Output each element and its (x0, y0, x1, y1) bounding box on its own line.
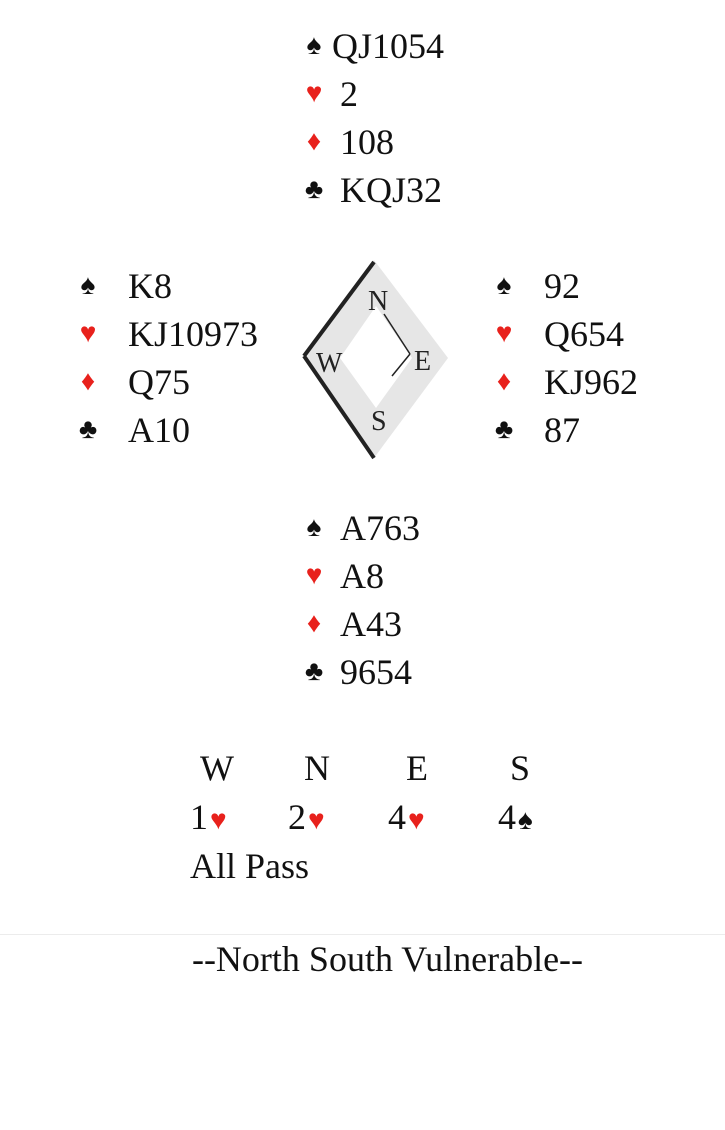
south-hearts-line: ♥ A8 (296, 552, 420, 600)
east-diamonds-line: ♦ KJ962 (486, 358, 638, 406)
club-icon: ♣ (494, 414, 514, 445)
club-icon: ♣ (78, 414, 98, 445)
auction-all-pass: All Pass (190, 846, 310, 886)
south-diamonds-line: ♦ A43 (296, 600, 420, 648)
spade-icon: ♠ (518, 805, 533, 836)
compass-north: N (368, 286, 388, 317)
east-spades-holding: 92 (544, 266, 580, 306)
bid-east: 4♥ (380, 796, 480, 838)
bid-west: 1♥ (180, 796, 280, 838)
bid-level: 4 (498, 797, 516, 837)
compass-edge-nw (302, 260, 376, 358)
heart-icon: ♥ (210, 805, 227, 836)
north-hearts-line: ♥ 2 (296, 70, 444, 118)
north-diamonds-line: ♦ 108 (296, 118, 444, 166)
bid-level: 2 (288, 797, 306, 837)
north-spades-holding: QJ1054 (332, 26, 445, 66)
compass-edge-ne-inner (383, 313, 411, 355)
north-clubs-line: ♣ KQJ32 (296, 166, 444, 214)
compass-inner-window (340, 306, 412, 408)
heart-icon: ♥ (79, 318, 97, 349)
divider (0, 934, 725, 935)
auction-header-west: W (200, 748, 234, 788)
west-clubs-holding: A10 (128, 410, 190, 450)
spade-icon: ♠ (306, 30, 322, 61)
west-spades-line: ♠ K8 (70, 262, 258, 310)
heart-icon: ♥ (305, 78, 323, 109)
north-hand: ♠ QJ1054 ♥ 2 ♦ 108 ♣ KQJ32 (296, 22, 444, 214)
east-hearts-line: ♥ Q654 (486, 310, 638, 358)
diamond-icon: ♦ (496, 366, 512, 397)
bid-level: 1 (190, 797, 208, 837)
west-hearts-holding: KJ10973 (128, 314, 259, 354)
south-diamonds-holding: A43 (340, 604, 402, 644)
north-clubs-holding: KQJ32 (340, 170, 443, 210)
south-spades-line: ♠ A763 (296, 504, 420, 552)
heart-icon: ♥ (495, 318, 513, 349)
compass-south: S (371, 406, 387, 437)
compass-edge-sw (302, 354, 376, 460)
heart-icon: ♥ (305, 560, 323, 591)
auction-header-north: N (304, 748, 330, 788)
west-clubs-line: ♣ A10 (70, 406, 258, 454)
auction-header-east: E (406, 748, 428, 788)
south-clubs-holding: 9654 (340, 652, 412, 692)
spade-icon: ♠ (306, 512, 322, 543)
diamond-icon: ♦ (306, 126, 322, 157)
spade-icon: ♠ (80, 270, 96, 301)
diamond-icon: ♦ (80, 366, 96, 397)
west-spades-holding: K8 (128, 266, 172, 306)
auction-header: W N E S (180, 744, 580, 792)
west-diamonds-holding: Q75 (128, 362, 190, 402)
east-hand: ♠ 92 ♥ Q654 ♦ KJ962 ♣ 87 (486, 262, 638, 454)
south-clubs-line: ♣ 9654 (296, 648, 420, 696)
auction-final-row: All Pass (190, 842, 309, 890)
compass-west: W (316, 348, 343, 379)
heart-icon: ♥ (308, 805, 325, 836)
bid-north: 2♥ (280, 796, 380, 838)
south-hearts-holding: A8 (340, 556, 384, 596)
bid-south: 4♠ (480, 796, 580, 838)
club-icon: ♣ (304, 656, 324, 687)
east-clubs-line: ♣ 87 (486, 406, 638, 454)
east-clubs-holding: 87 (544, 410, 580, 450)
east-hearts-holding: Q654 (544, 314, 624, 354)
bid-level: 4 (388, 797, 406, 837)
west-hearts-line: ♥ KJ10973 (70, 310, 258, 358)
heart-icon: ♥ (408, 805, 425, 836)
west-hand: ♠ K8 ♥ KJ10973 ♦ Q75 ♣ A10 (70, 262, 258, 454)
west-diamonds-line: ♦ Q75 (70, 358, 258, 406)
north-spades-line: ♠ QJ1054 (296, 22, 444, 70)
spade-icon: ♠ (496, 270, 512, 301)
east-spades-line: ♠ 92 (486, 262, 638, 310)
compass-east: E (414, 346, 431, 377)
south-spades-holding: A763 (340, 508, 420, 548)
north-hearts-holding: 2 (340, 74, 358, 114)
compass-edge-se-inner (391, 353, 411, 377)
auction-bids-row: 1♥ 2♥ 4♥ 4♠ (180, 793, 580, 841)
north-diamonds-holding: 108 (340, 122, 394, 162)
compass-diamond: N W E S (302, 260, 448, 460)
east-diamonds-holding: KJ962 (544, 362, 639, 402)
vulnerability-note: --North South Vulnerable-- (191, 939, 584, 979)
diamond-icon: ♦ (306, 608, 322, 639)
auction-header-south: S (510, 748, 531, 788)
south-hand: ♠ A763 ♥ A8 ♦ A43 ♣ 9654 (296, 504, 420, 696)
club-icon: ♣ (304, 174, 324, 205)
